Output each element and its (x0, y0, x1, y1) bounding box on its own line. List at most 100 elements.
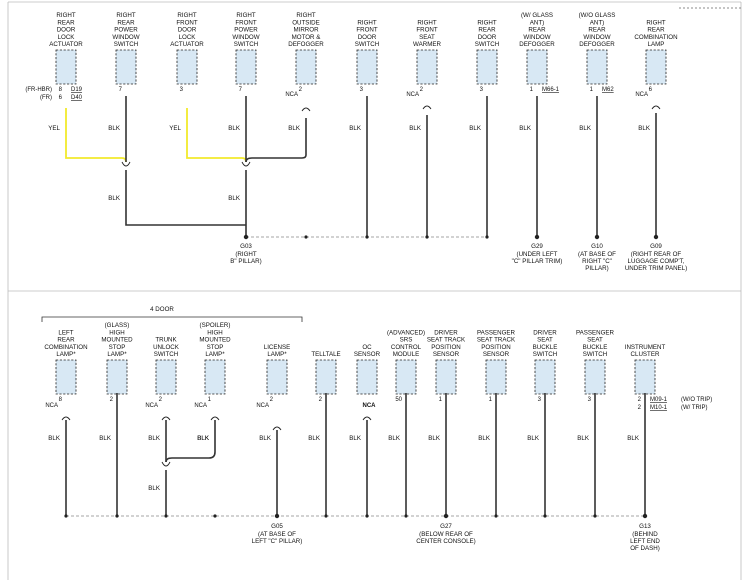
component-label: ACTUATOR (170, 41, 204, 48)
wire-color-label: BLK (197, 435, 210, 442)
wire-color-label: BLK (638, 125, 651, 132)
nca-note: NCA (256, 403, 269, 409)
wire-color-label: BLK (478, 435, 491, 442)
pin-number: 2 (420, 87, 424, 93)
ground-dot-b7 (365, 514, 369, 518)
component-label: STOP (207, 344, 224, 351)
component-label: WINDOW (583, 34, 610, 41)
component-label: REAR (57, 337, 75, 344)
pin-number: 7 (239, 87, 243, 93)
component-label: SENSOR (483, 351, 510, 358)
component-label: UNLOCK (153, 344, 180, 351)
component-label: SENSOR (354, 351, 381, 358)
component-label: MOTOR & (292, 34, 322, 41)
component-label: SWITCH (475, 41, 499, 48)
component-label: LICENSE (264, 344, 290, 351)
connector-mark-left-combo (61, 416, 71, 421)
nca-note: NCA (363, 403, 377, 409)
component-label: LAMP* (56, 351, 76, 358)
splice-trunk (161, 461, 171, 467)
ground-dot-b10 (494, 514, 498, 518)
wire-color-label: BLK (48, 435, 61, 442)
component-label: RIGHT (116, 12, 135, 19)
ground-dot-b4 (213, 514, 217, 518)
wire-color-label: BLK (228, 125, 241, 132)
connector-id: M10-1 (650, 405, 668, 411)
nca-note: NCA (285, 92, 298, 98)
ground-dot-top-4 (425, 235, 429, 239)
wire-color-label: BLK (388, 435, 401, 442)
pin-number: 1 (489, 397, 493, 403)
ground-id: G29 (531, 243, 543, 250)
component-label: REAR (117, 19, 135, 26)
ground-dot-b1 (64, 514, 68, 518)
component-label: CONTROL (391, 344, 422, 351)
component-box (295, 49, 317, 85)
component-label: DOOR (57, 27, 76, 34)
component-label: SEAT TRACK (427, 337, 466, 344)
ground-location: (BEHIND (632, 531, 658, 538)
connector-id: M62 (602, 87, 614, 93)
ground-id: G10 (591, 243, 603, 250)
pin-number: 6 (59, 95, 63, 101)
ground-location: OF DASH) (630, 545, 660, 552)
connector-id: D19 (71, 87, 83, 93)
pin-number: 7 (119, 87, 123, 93)
component-label: (GLASS) (105, 322, 130, 329)
bottom-section: 4 DOOR LEFTREARCOMBINATIONLAMP*8NCABLK(G… (41, 306, 712, 517)
pin-number: 2 (638, 397, 642, 403)
component-label: SEAT (419, 34, 435, 41)
component-label: SEAT (587, 337, 603, 344)
component-label: TRUNK (155, 337, 177, 344)
wire-color-label: BLK (428, 435, 441, 442)
pin-number: 3 (538, 397, 542, 403)
component-label: INSTRUMENT (625, 344, 666, 351)
component-box (315, 359, 337, 395)
component-box (55, 49, 77, 85)
ground-dot-g13 (642, 513, 648, 519)
wire-color-label: BLK (527, 435, 540, 442)
component-label: COMBINATION (634, 34, 677, 41)
component-label: PASSENGER (477, 329, 516, 336)
component-box (395, 359, 417, 395)
component-label: SWITCH (533, 351, 557, 358)
component-label: DRIVER (434, 329, 458, 336)
connector-mark-oc (362, 416, 372, 421)
pin-number: 3 (588, 397, 592, 403)
ground-id: G13 (639, 523, 651, 530)
component-label: LAMP* (205, 351, 225, 358)
component-box (115, 49, 137, 85)
pin-number: 8 (59, 397, 63, 403)
ground-location: (UNDER LEFT (517, 251, 558, 258)
component-label: (W/O GLASS (579, 12, 616, 19)
component-label: DEFOGGER (288, 41, 324, 48)
wire-color-label: BLK (519, 125, 532, 132)
pin-number: 50 (395, 397, 402, 403)
component-label: WINDOW (112, 34, 139, 41)
bottom-components: LEFTREARCOMBINATIONLAMP*8NCABLK(GLASS)HI… (44, 322, 712, 442)
ground-dot-b6 (324, 514, 328, 518)
ground-g09: G09 (RIGHT REAR OF LUGGAGE COMP'T, UNDER… (625, 243, 687, 272)
component-label: DEFOGGER (519, 41, 555, 48)
component-box (476, 49, 498, 85)
component-label: LOCK (58, 34, 76, 41)
ground-location: (BELOW REAR OF (419, 531, 473, 538)
component-label: WINDOW (523, 34, 550, 41)
ground-location: (RIGHT (235, 251, 257, 258)
wire-color-label: BLK (409, 125, 422, 132)
component-label: LOCK (179, 34, 197, 41)
nca-note: NCA (194, 403, 207, 409)
variant-note: (FR) (40, 95, 52, 101)
ground-dot-g03 (243, 234, 249, 240)
